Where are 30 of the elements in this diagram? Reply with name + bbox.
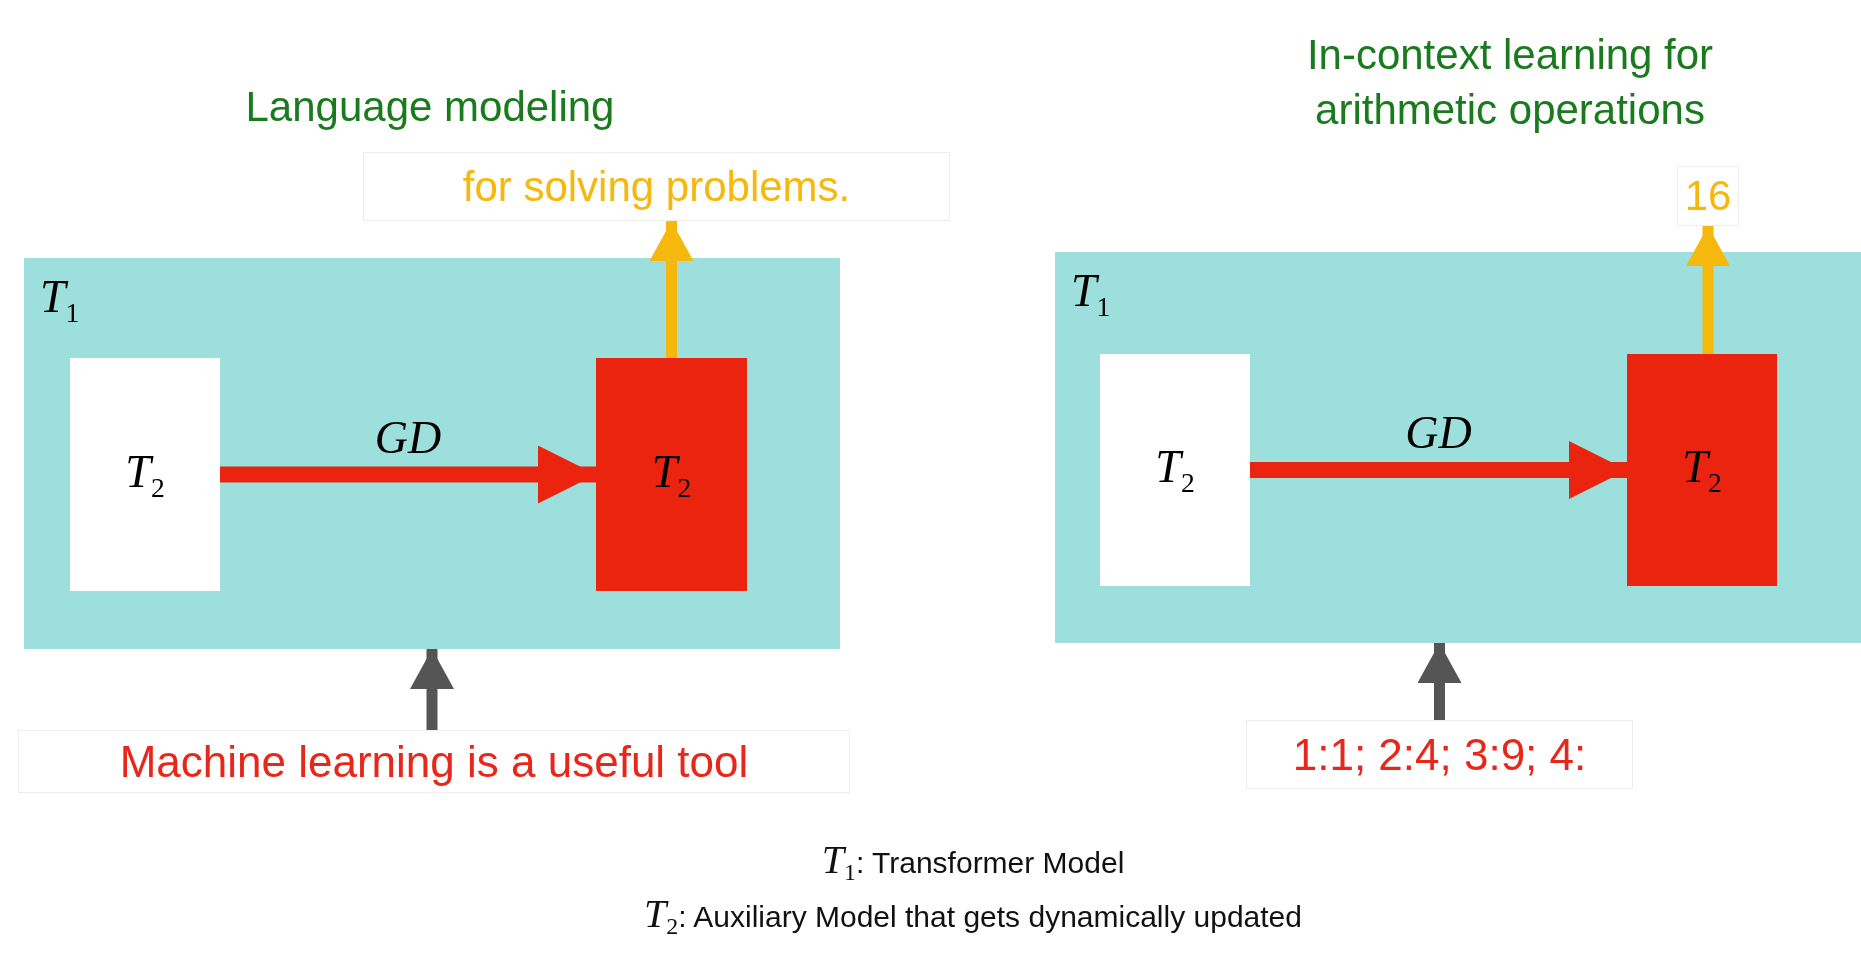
legend-text: T$_{1}$: Transformer Model: [820, 836, 1126, 886]
updated-model-box: [596, 358, 747, 591]
model-symbol: T$_{2}$: [1155, 440, 1195, 500]
model-symbol: T$_{2}$: [1682, 440, 1722, 500]
output-text: 16: [1684, 172, 1732, 220]
section-title: Language modeling: [244, 82, 616, 132]
model-panel: [1055, 252, 1861, 643]
model-box: [70, 358, 220, 591]
output-text: for solving problems.: [462, 162, 851, 211]
section-title: In-context learning for arithmetic operations: [1305, 30, 1715, 135]
arrow: [410, 649, 454, 730]
arrow: [1417, 643, 1462, 720]
model-symbol: T$_{2}$: [651, 444, 692, 505]
arrow: [1250, 441, 1627, 499]
updated-model-box: [1627, 354, 1777, 586]
model-symbol: T$_{1}$: [40, 270, 80, 330]
input-box: [1246, 720, 1633, 789]
arrow: [220, 445, 596, 504]
arrow: [1686, 226, 1730, 354]
model-panel: [24, 258, 840, 649]
output-box: [1677, 166, 1739, 226]
model-box: [1100, 354, 1250, 586]
model-symbol: T$_{1}$: [1071, 264, 1111, 324]
model-symbol: T$_{2}$: [125, 444, 165, 505]
output-box: [363, 152, 950, 221]
input-box: [18, 730, 850, 793]
arrow: [649, 221, 694, 358]
input-text: Machine learning is a useful tool: [119, 736, 749, 787]
input-text: 1:1; 2:4; 3:9; 4:: [1292, 729, 1587, 780]
legend-text: T$_{2}$: Auxiliary Model that gets dynamically updated: [643, 890, 1303, 940]
